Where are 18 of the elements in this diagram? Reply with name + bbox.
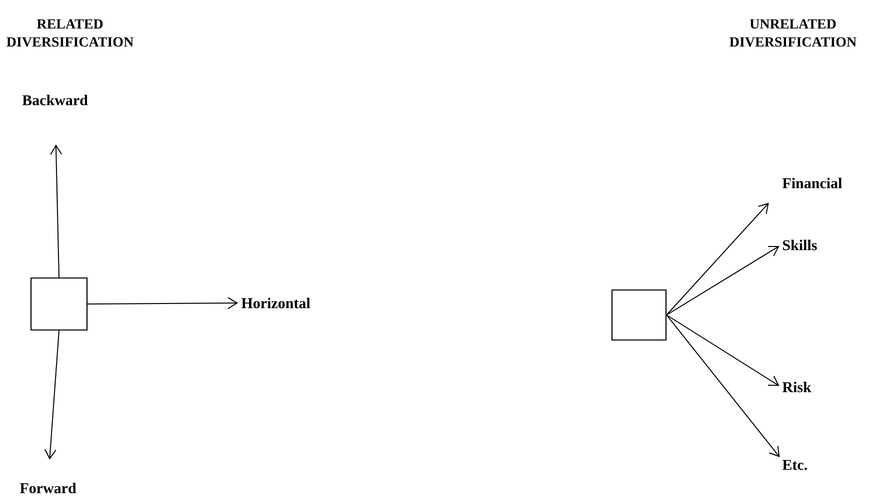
arrow	[44, 330, 60, 460]
heading: UNRELATED DIVERSIFICATION	[730, 19, 856, 47]
arrow	[87, 297, 238, 310]
node-label: Backward	[22, 94, 88, 106]
node-label: Horizontal	[241, 298, 310, 308]
node-label: Skills	[783, 240, 817, 250]
square-box	[30, 277, 88, 331]
arrow	[666, 314, 780, 458]
node-label: Forward	[20, 482, 76, 494]
arrow	[666, 246, 780, 316]
node-label: Etc.	[782, 460, 807, 470]
arrow	[666, 202, 769, 316]
arrow	[666, 314, 780, 386]
arrow	[50, 144, 62, 278]
node-label: Risk	[782, 382, 812, 392]
heading: RELATED DIVERSIFICATION	[6, 19, 134, 47]
node-label: Financial	[782, 178, 842, 188]
square-box	[611, 289, 667, 341]
